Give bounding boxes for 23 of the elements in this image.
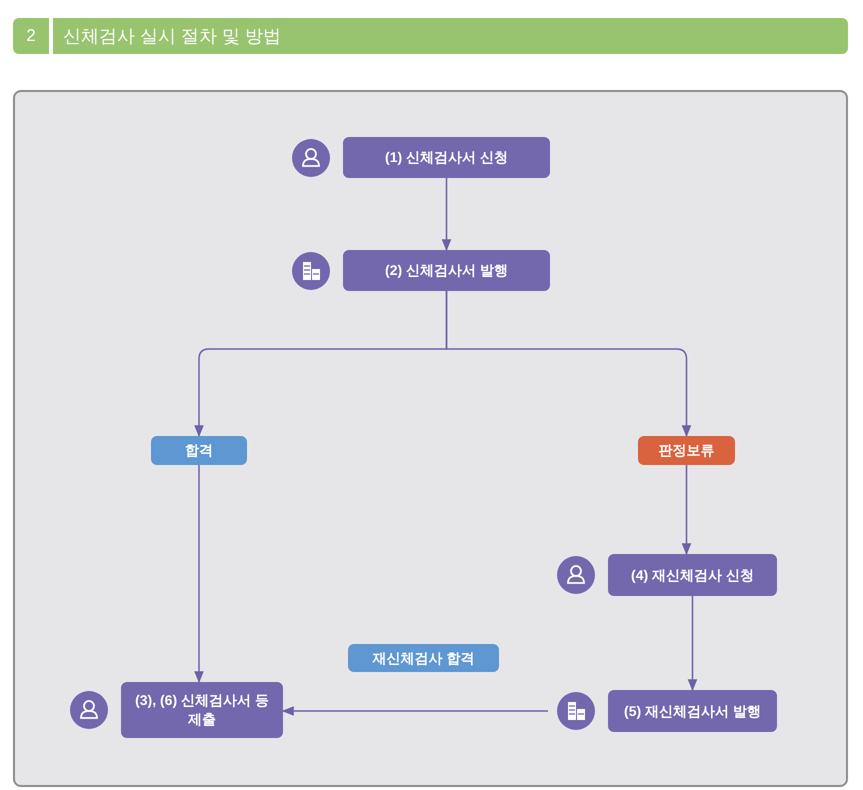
arrow (682, 465, 692, 556)
step-text: (1) 신체검사서 신청 (385, 148, 508, 167)
arrow (194, 465, 204, 684)
arrow (688, 596, 698, 692)
step-text: 판정보류 (658, 441, 714, 460)
section-number: 2 (13, 18, 49, 54)
process-box (121, 682, 283, 738)
title-bar: 신체검사 실시 절차 및 방법 (53, 18, 848, 54)
arrow (446, 291, 692, 438)
step-text: (5) 재신체검사서 발행 (624, 702, 761, 720)
result-badge (638, 436, 735, 465)
arrow (282, 706, 548, 716)
step-text: (4) 재신체검사 신청 (631, 566, 754, 584)
result-badge (151, 436, 247, 465)
process-box (608, 554, 777, 596)
step-text: (3), (6) 신체검사서 등 제출 (134, 691, 270, 729)
arrow (442, 178, 452, 252)
process-box (343, 250, 550, 291)
process-box (608, 690, 777, 732)
step-text: (2) 신체검사서 발행 (385, 261, 508, 280)
step-text: 합격 (185, 441, 213, 460)
edge-label: 재신체검사 합격 (348, 644, 499, 672)
process-box (343, 137, 550, 178)
